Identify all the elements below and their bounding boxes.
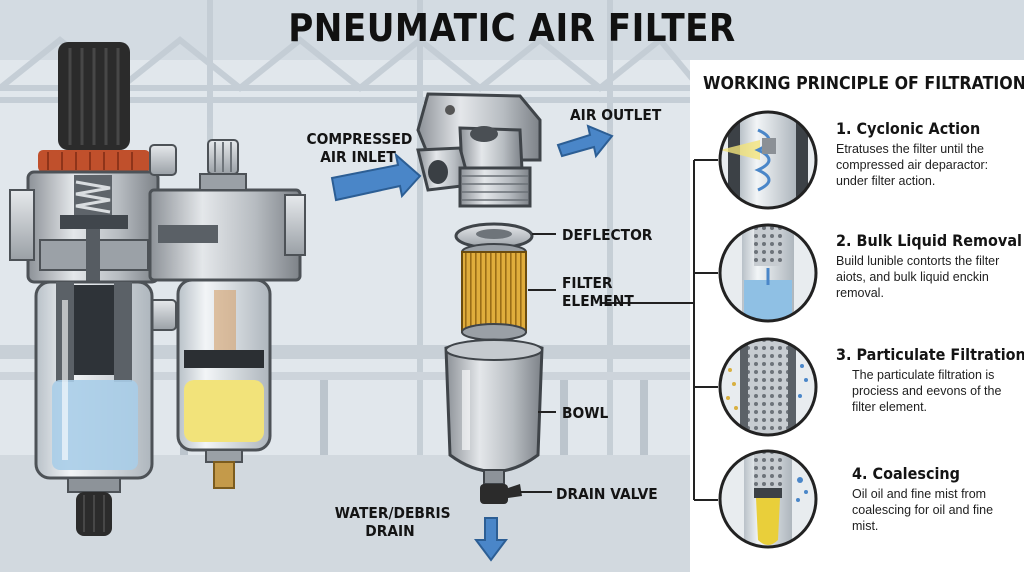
step-2-title: 2. Bulk Liquid Removal xyxy=(836,231,1022,250)
bowl-label: BOWL xyxy=(562,404,609,422)
water-drain-label-line1: WATER/DEBRIS xyxy=(334,504,451,522)
filter-element-label-line1: FILTER xyxy=(562,274,613,292)
inlet-label-line1: COMPRESSED xyxy=(306,130,413,148)
water-drain-label-line2: DRAIN xyxy=(365,522,415,540)
step-4-title: 4. Coalescing xyxy=(852,464,960,483)
deflector-label: DEFLECTOR xyxy=(562,226,653,244)
drain-valve-label: DRAIN VALVE xyxy=(556,485,658,503)
water-drain-label: WATER/DEBRIS DRAIN xyxy=(334,504,451,540)
outlet-label: AIR OUTLET xyxy=(570,106,662,124)
inlet-label-line2: AIR INLET xyxy=(320,148,396,166)
filter-element-label-line2: ELEMENT xyxy=(562,292,634,310)
step-3-title: 3. Particulate Filtration xyxy=(836,345,1024,364)
panel-title: WORKING PRINCIPLE OF FILTRATION xyxy=(703,73,1024,94)
step-4-desc: Oil oil and fine mist from coalescing fo… xyxy=(852,487,994,533)
page-title: PNEUMATIC AIR FILTER xyxy=(288,6,736,50)
step-1-desc: Etratuses the filter until the compresse… xyxy=(836,142,989,188)
filter-element-label: FILTER ELEMENT xyxy=(562,274,634,310)
step-2-desc: Build lunible contorts the filter aiots,… xyxy=(836,254,1000,300)
step-1-title: 1. Cyclonic Action xyxy=(836,119,981,138)
step-3-desc: The particulate filtration is prociess a… xyxy=(852,368,1002,414)
inlet-label: COMPRESSED AIR INLET xyxy=(306,130,413,166)
